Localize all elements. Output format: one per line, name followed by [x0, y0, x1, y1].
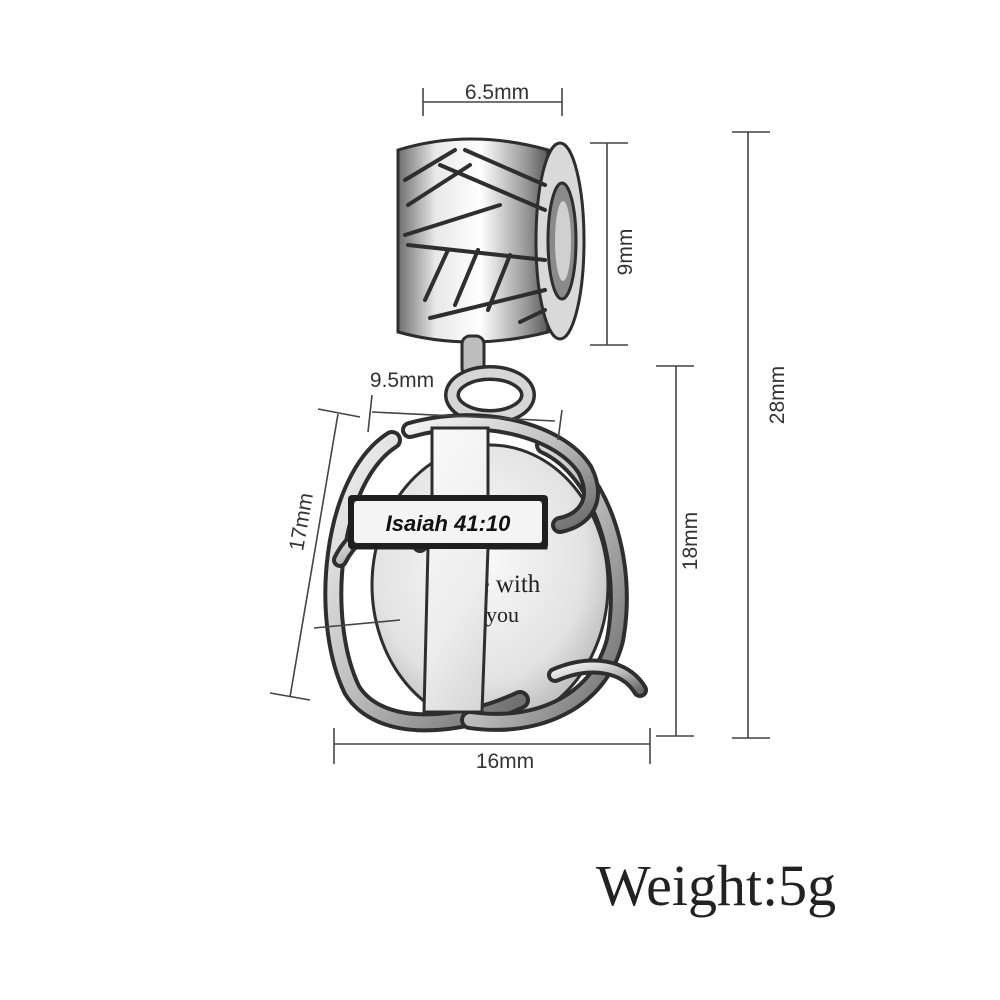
jump-ring: [444, 334, 536, 425]
bail-pattern: [403, 148, 547, 324]
dimension-label-total-height: 28mm: [766, 366, 789, 424]
dimension-label-pendant-height-left: 17mm: [285, 491, 318, 552]
disc-engraving-line-2: you: [486, 602, 519, 627]
dimension-total-height: 28mm: [732, 131, 789, 739]
cross-charm: Isaiah 41:10: [348, 426, 548, 714]
pendant-disc: be with you: [370, 443, 610, 727]
dimension-pendant-width: 16mm: [333, 728, 651, 773]
cross-engraving: Isaiah 41:10: [386, 511, 512, 536]
dimension-bail-height: 9mm: [590, 142, 637, 346]
wire-frame: [323, 413, 648, 733]
dimension-label-pendant-height-right: 18mm: [679, 512, 702, 570]
dimension-top-width: 6.5mm: [422, 81, 563, 116]
dimension-label-top-width: 6.5mm: [465, 81, 529, 104]
dimension-cross-width: 9.5mm: [367, 369, 563, 441]
bail-bead: [396, 137, 586, 344]
weight-label: Weight:5g: [596, 853, 837, 918]
dimension-pendant-height-right: 18mm: [656, 365, 702, 737]
dimension-label-cross-width: 9.5mm: [370, 369, 434, 392]
dimension-label-pendant-width: 16mm: [476, 750, 534, 773]
dimension-label-bail-height: 9mm: [614, 229, 637, 276]
